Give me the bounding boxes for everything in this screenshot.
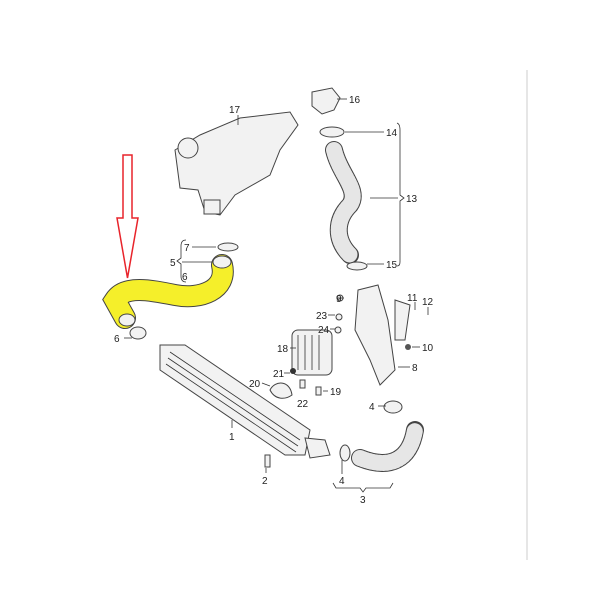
boost-valve xyxy=(311,87,345,138)
callout-13: 13 xyxy=(406,194,418,205)
leader-lines xyxy=(124,98,429,493)
callout-5: 5 xyxy=(170,258,176,269)
callout-21: 21 xyxy=(273,369,285,380)
callout-1: 1 xyxy=(229,432,235,443)
callout-17: 17 xyxy=(229,105,241,116)
callout-10: 10 xyxy=(422,343,434,354)
red-arrow-icon xyxy=(116,154,139,279)
hose-upper-right xyxy=(325,141,368,271)
nut-21 xyxy=(290,368,296,374)
callout-18: 18 xyxy=(277,344,289,355)
callout-4-right: 4 xyxy=(369,402,375,413)
intercooler xyxy=(159,344,331,459)
callout-2: 2 xyxy=(262,476,268,487)
hose-lower-right xyxy=(339,400,424,472)
nut-24 xyxy=(334,326,342,334)
turbocharger-manifold xyxy=(174,111,299,216)
charge-air-hose-highlighted xyxy=(102,254,234,329)
callout-3: 3 xyxy=(360,495,366,506)
callout-14: 14 xyxy=(386,128,398,139)
sensor-housing xyxy=(291,329,333,376)
charge-pipe-bracket xyxy=(354,284,411,386)
bolt-2 xyxy=(264,454,271,468)
clamp-6 xyxy=(129,326,147,340)
callout-24: 24 xyxy=(318,325,330,336)
callout-23: 23 xyxy=(316,311,328,322)
hose-20 xyxy=(269,382,293,399)
part-22 xyxy=(299,379,306,389)
callout-numbers: 17 16 14 13 15 7 5 6 6 9 23 24 11 12 18 … xyxy=(114,95,434,506)
callout-9: 9 xyxy=(336,294,342,305)
callout-16: 16 xyxy=(349,95,361,106)
callout-20: 20 xyxy=(249,379,261,390)
bolt-23 xyxy=(335,313,343,321)
callout-6-left: 6 xyxy=(114,334,120,345)
callout-12: 12 xyxy=(422,297,434,308)
callout-11: 11 xyxy=(407,293,418,304)
clamp-7 xyxy=(217,242,239,252)
callout-8: 8 xyxy=(412,363,418,374)
callout-6-upper: 6 xyxy=(182,272,188,283)
callout-7: 7 xyxy=(184,243,190,254)
callout-4-bottom: 4 xyxy=(339,476,345,487)
nut-10 xyxy=(405,344,411,350)
callout-19: 19 xyxy=(330,387,342,398)
callout-15: 15 xyxy=(386,260,398,271)
part-19 xyxy=(315,386,322,396)
callout-22: 22 xyxy=(297,399,309,410)
